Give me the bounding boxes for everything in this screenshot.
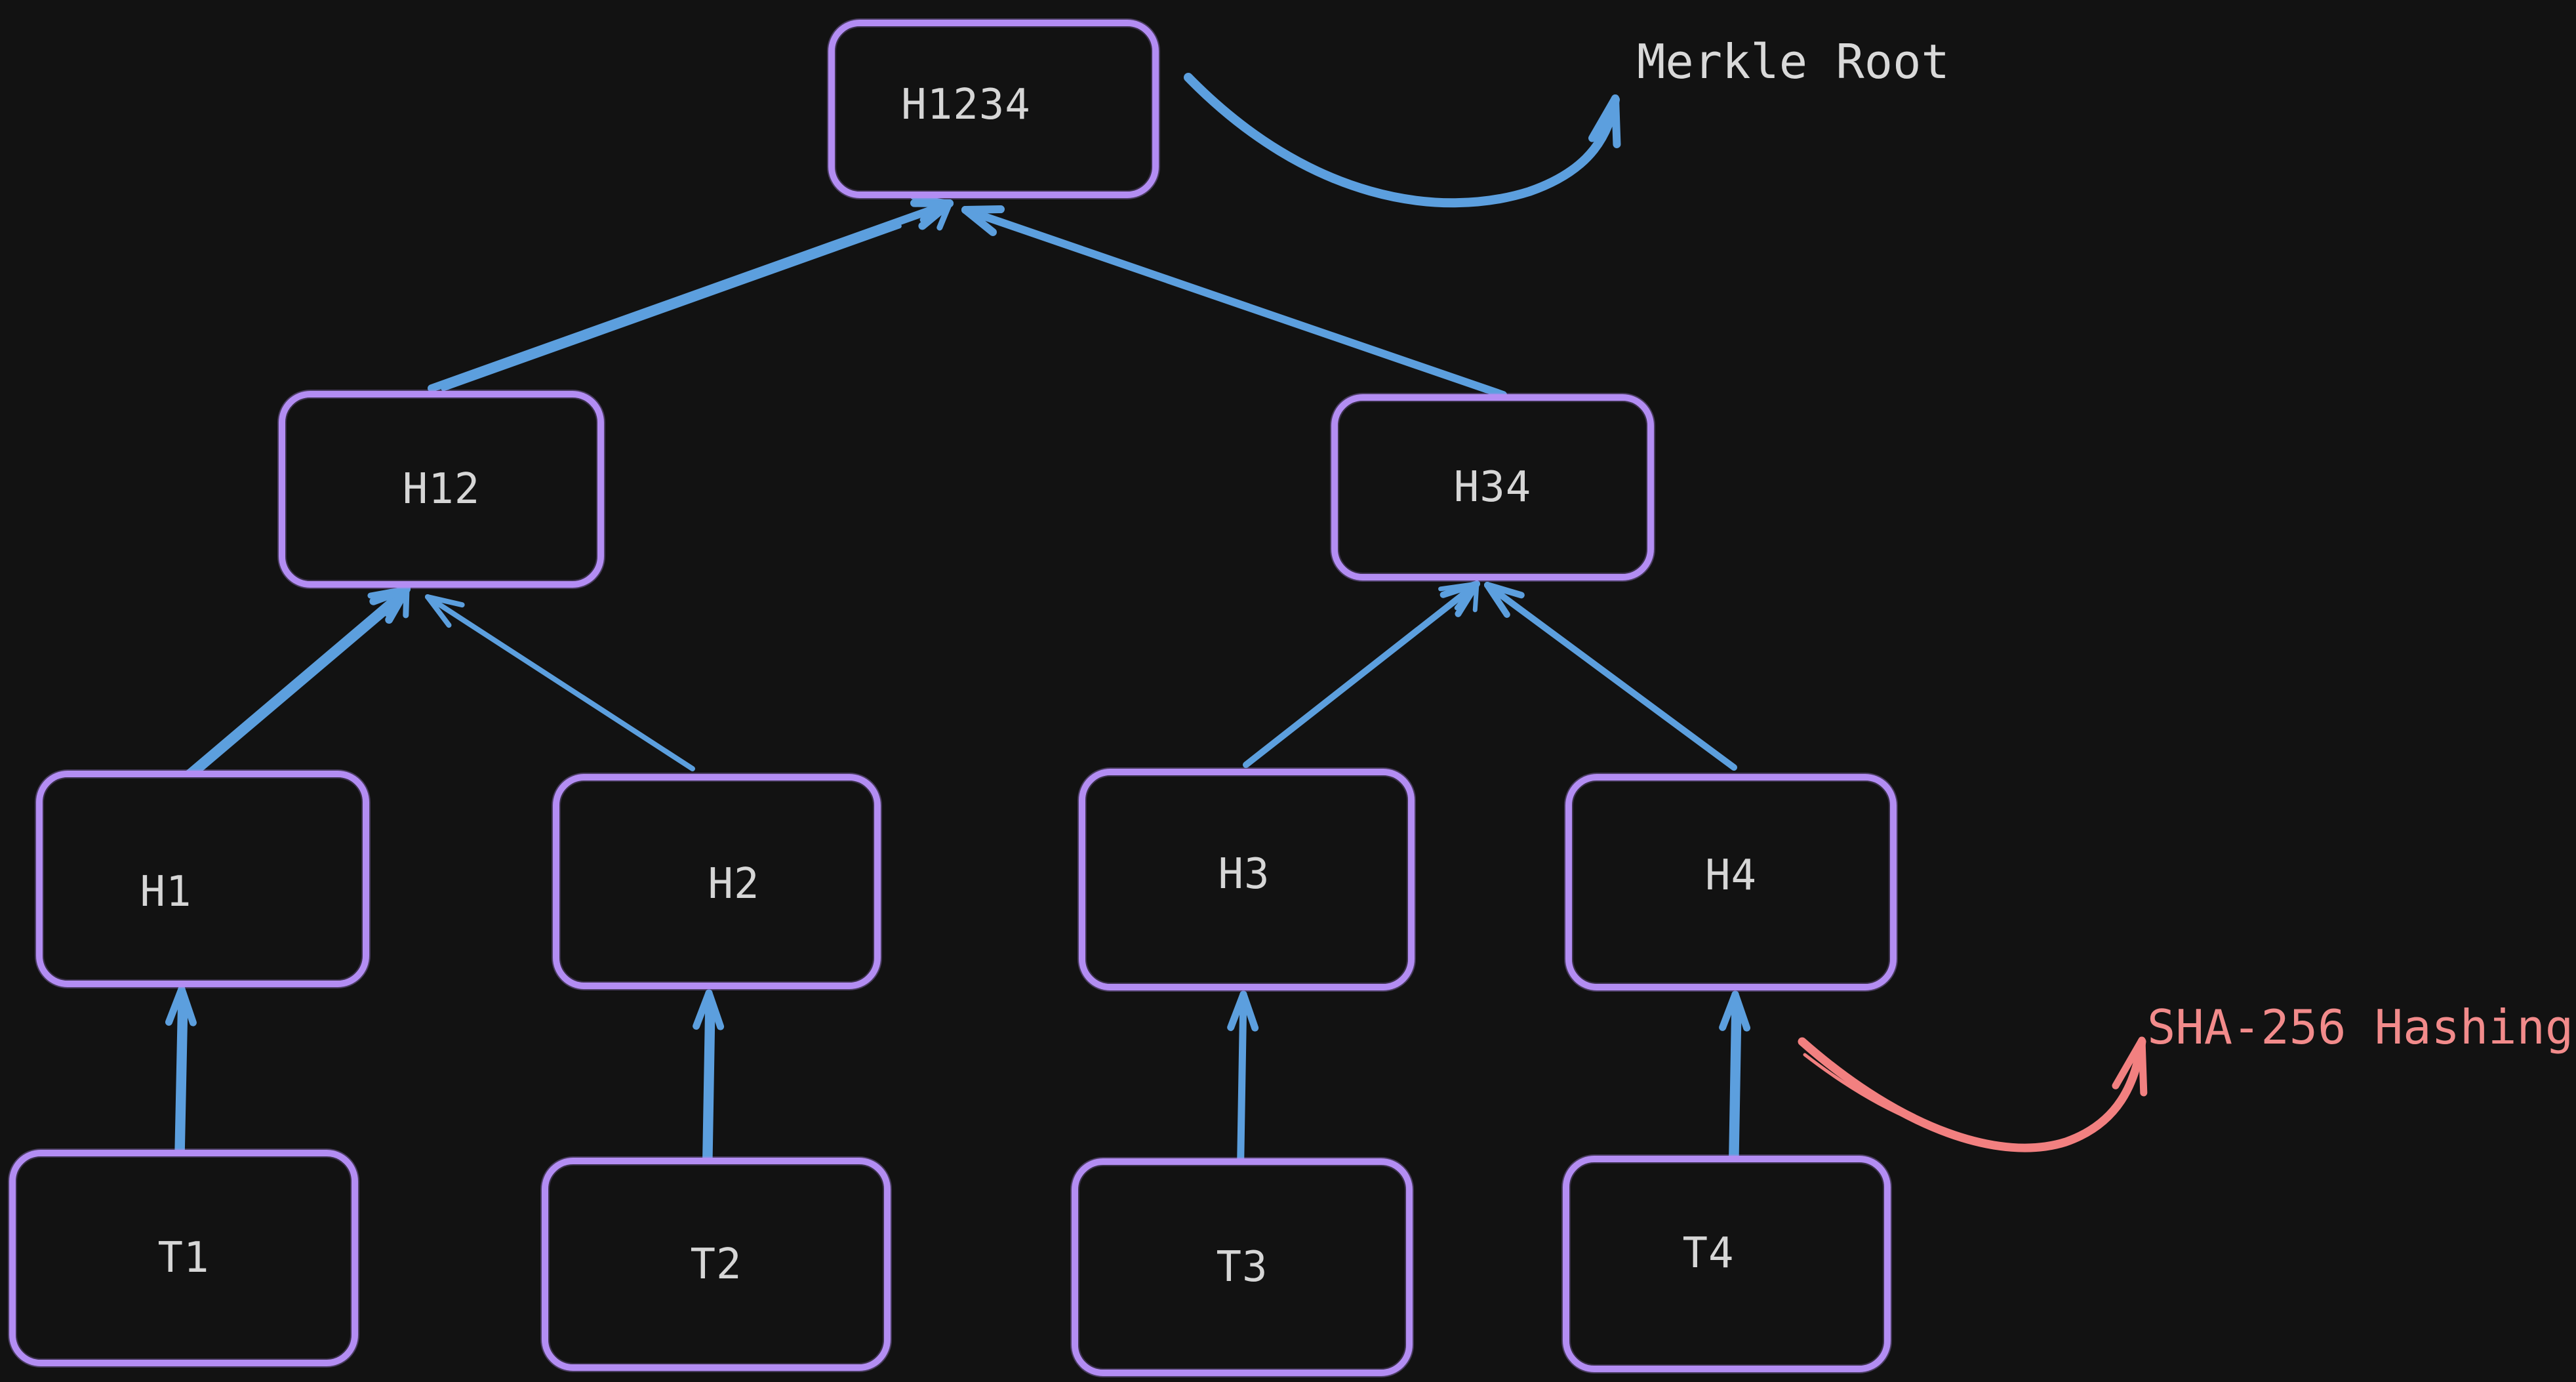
sha256-annotation[interactable]: SHA-256 Hashing [2147,1000,2574,1055]
node-h1-label: H1 [140,868,192,916]
node-h34[interactable]: H34 [1331,394,1654,580]
edge-h1-h12[interactable] [183,585,411,779]
node-h3[interactable]: H3 [1079,769,1415,990]
edge-h4-sha256[interactable] [1798,1036,2148,1152]
edge-h4-h34[interactable] [1484,582,1737,771]
node-h2[interactable]: H2 [553,774,881,989]
node-t2-label: T2 [690,1240,742,1289]
node-h1234[interactable]: H1234 [828,20,1159,198]
node-t3[interactable]: T3 [1072,1158,1413,1376]
merkle-root-annotation[interactable]: Merkle Root [1637,34,1950,89]
node-h34-label: H34 [1453,463,1532,512]
edge-h12-h1234[interactable] [428,193,954,392]
node-h4-label: H4 [1704,851,1758,900]
node-t1-label: T1 [157,1234,210,1282]
node-h3-label: H3 [1218,850,1270,899]
edge-h1234-merkle-root[interactable] [1184,73,1621,208]
edge-h3-h34[interactable] [1243,580,1480,768]
edge-t4-h4[interactable] [1719,990,1751,1185]
edge-h2-h12[interactable] [425,594,695,771]
node-h12[interactable]: H12 [279,391,604,588]
node-t2[interactable]: T2 [542,1158,891,1371]
node-h1[interactable]: H1 [36,771,369,987]
node-h2-label: H2 [708,860,760,908]
node-h12-label: H12 [402,465,481,514]
node-t4-label: T4 [1682,1229,1735,1278]
node-h1234-label: H1234 [901,81,1031,129]
node-t3-label: T3 [1216,1243,1268,1291]
node-t4[interactable]: T4 [1563,1156,1891,1372]
edge-h34-h1234[interactable] [961,205,1507,399]
edge-t1-h1[interactable] [165,985,197,1181]
node-h4[interactable]: H4 [1565,774,1897,990]
node-t1[interactable]: T1 [9,1150,358,1366]
edge-t2-h2[interactable] [693,989,725,1186]
